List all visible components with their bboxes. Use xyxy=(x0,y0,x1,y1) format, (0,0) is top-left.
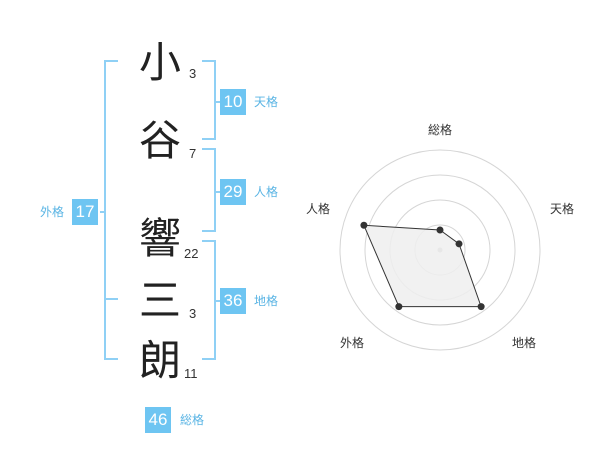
chikaku-label: 地格 xyxy=(254,294,279,308)
stroke-count-3: 22 xyxy=(184,246,199,261)
radar-point-1 xyxy=(455,240,463,248)
radar-axis-label-chikaku: 地格 xyxy=(512,335,536,350)
radar-axis-label-gaikaku: 外格 xyxy=(340,335,364,350)
radar-point-4 xyxy=(360,221,368,229)
radar-point-2 xyxy=(477,303,485,311)
soukaku-badge: 46 xyxy=(145,407,171,433)
gaikaku-bracket xyxy=(104,60,118,360)
radar-area xyxy=(363,224,482,308)
jinkaku-label: 人格 xyxy=(254,185,279,199)
stroke-count-5: 11 xyxy=(184,366,198,381)
stroke-count-2: 7 xyxy=(189,146,197,161)
chikaku-badge: 36 xyxy=(220,288,246,314)
soukaku-label: 総格 xyxy=(180,413,205,427)
radar-axis-label-soukaku: 総格 xyxy=(428,122,452,137)
name-char-1: 小 xyxy=(138,38,181,87)
name-char-4: 三 xyxy=(138,276,181,325)
jinkaku-badge: 29 xyxy=(220,179,246,205)
gaikaku-label: 外格 xyxy=(40,205,65,219)
jinkaku-bracket-tick xyxy=(216,191,220,193)
name-char-5: 朗 xyxy=(138,336,181,385)
name-char-3: 響 xyxy=(138,214,181,263)
tenkaku-label: 天格 xyxy=(254,95,279,109)
radar-point-3 xyxy=(395,303,403,311)
chikaku-bracket-tick xyxy=(216,300,220,302)
radar-point-0 xyxy=(436,226,444,234)
stroke-count-4: 3 xyxy=(189,306,197,321)
tenkaku-badge: 10 xyxy=(220,89,246,115)
radar-axis-label-tenkaku: 天格 xyxy=(550,201,574,216)
jinkaku-bracket xyxy=(202,148,216,232)
radar-axis-label-jinkaku: 人格 xyxy=(306,201,330,216)
name-char-2: 谷 xyxy=(138,116,181,165)
gaikaku-badge: 17 xyxy=(72,199,98,225)
gaikaku-bracket-tick xyxy=(100,211,104,213)
radar-ring-3 xyxy=(364,174,516,326)
radar-points xyxy=(360,221,485,311)
gaikaku-inner-tick xyxy=(104,298,118,300)
tenkaku-bracket xyxy=(202,60,216,140)
chikaku-bracket xyxy=(202,240,216,360)
stroke-count-1: 3 xyxy=(189,66,197,81)
tenkaku-bracket-tick xyxy=(216,101,220,103)
